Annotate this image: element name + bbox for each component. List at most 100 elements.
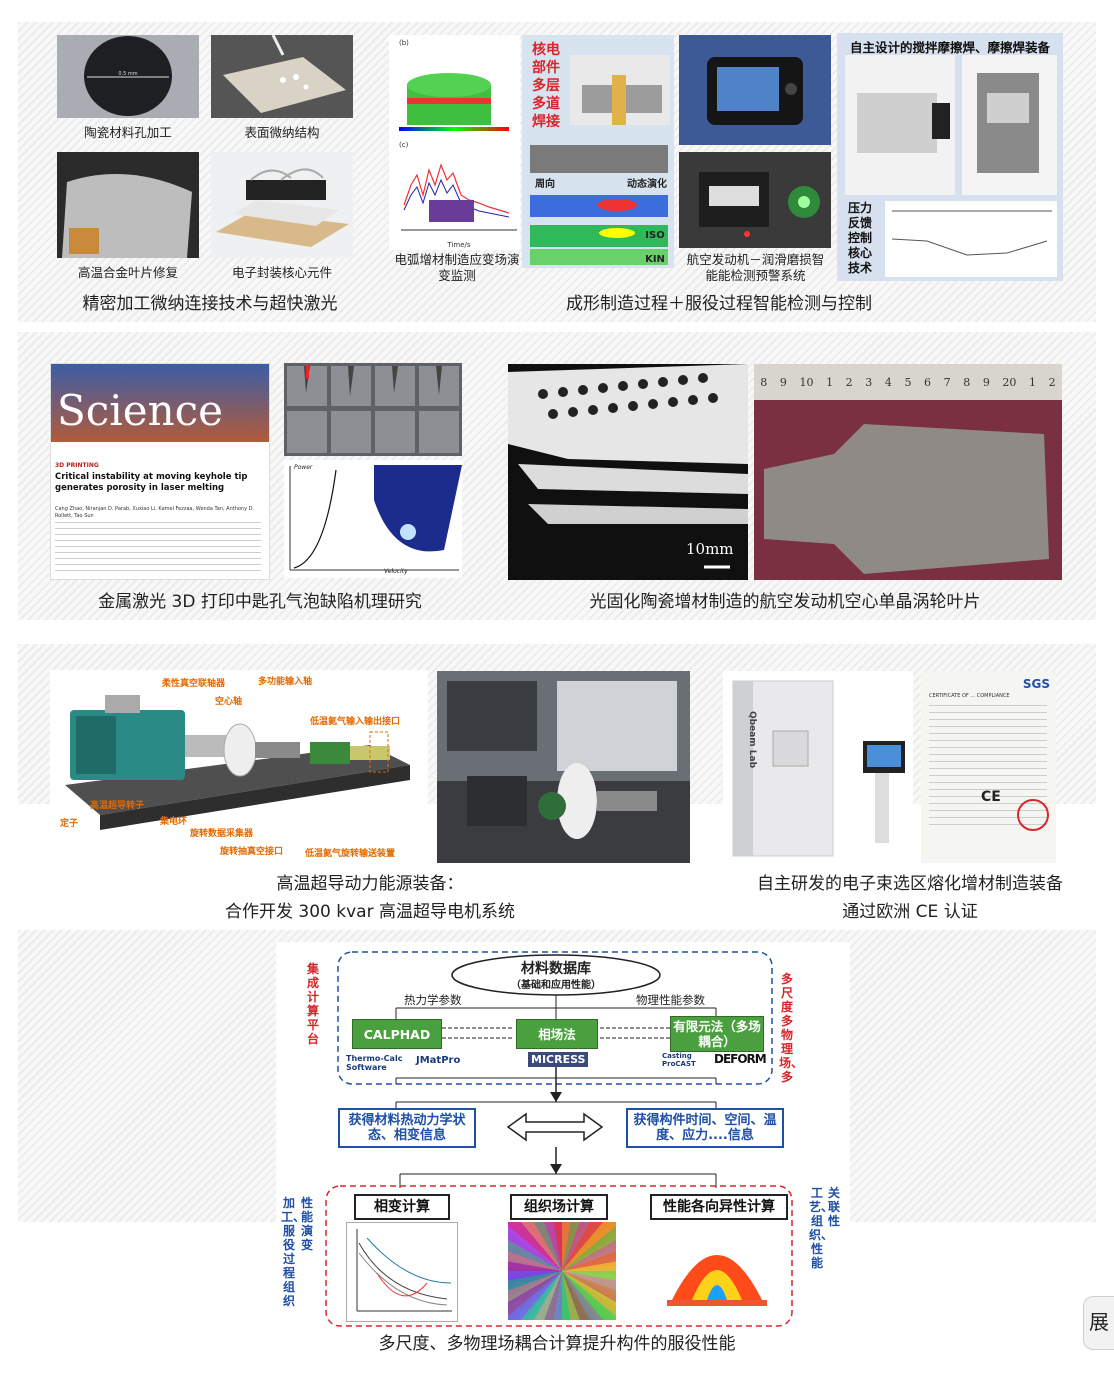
caption-forming: 成形制造过程＋服役过程智能检测与控制 — [566, 294, 872, 314]
science-title: Critical instability at moving keyhole t… — [55, 472, 248, 493]
weld-title: 核电部件多层多道焊接 — [532, 42, 560, 130]
motor-label-3: 低温氦气输入输出接口 — [310, 717, 401, 727]
integrated-computation-diagram: 材料数据库 （基础和应用性能） 热力学参数 物理性能参数 CALPHAD 相场法… — [276, 942, 850, 1328]
caption-ebm-1: 自主研发的电子束选区熔化增材制造装备 — [757, 874, 1063, 894]
left-vertical-label-3: 性能演变 — [300, 1196, 313, 1252]
ruler-tick: 4 — [884, 375, 892, 389]
motor-label-9: 低温氦气旋转输送装置 — [305, 849, 396, 859]
microstructure-calc-box: 组织场计算 — [510, 1194, 608, 1220]
database-title: 材料数据库 — [521, 961, 591, 977]
keyhole-power-velocity-plot: Power Velocity — [284, 460, 462, 578]
label-engine-monitor: 航空发动机－润滑磨损智能能检测预警系统 — [683, 252, 828, 284]
logo-thermo-calc: Thermo-Calc Software — [346, 1054, 403, 1072]
anisotropy-calc-box: 性能各向异性计算 — [650, 1194, 788, 1220]
phase-transform-calc-box: 相变计算 — [354, 1194, 450, 1220]
ruler-tick: 8 — [760, 375, 768, 389]
ruler-tick: 9 — [982, 375, 990, 389]
logo-micress: MICRESS — [528, 1052, 589, 1067]
left-vertical-label-2: 加工、服役过程组织 — [281, 1196, 306, 1308]
right-vertical-label: 多尺度多物理场、多 — [779, 972, 804, 1084]
ruler-tick: 10 — [799, 375, 814, 389]
ceramic-core-image: 10mm — [508, 364, 748, 580]
ruler-tick: 3 — [865, 375, 873, 389]
get-material-state-box: 获得材料热动力学状态、相变信息 — [338, 1108, 476, 1148]
motor-label-4: 高温超导转子 — [90, 801, 145, 811]
label-surface-micro: 表面微纳结构 — [244, 125, 320, 140]
science-cover: Science — [51, 364, 269, 442]
ruler-tick: 1 — [826, 375, 834, 389]
axis-power-label: Power — [294, 464, 313, 471]
keyhole-frames-image — [284, 363, 462, 456]
blade-repair-image — [57, 152, 199, 258]
arc-strain-chart: (b) (c) Time/s — [389, 35, 520, 250]
phase-field-box: 相场法 — [516, 1019, 598, 1049]
science-masthead: Science — [57, 386, 224, 435]
label-electronic-package: 电子封装核心元件 — [231, 265, 332, 280]
motor-label-7: 旋转数据采集器 — [190, 829, 254, 839]
ceramic-hole-image: 0.5 mm — [57, 35, 199, 118]
label-ceramic-hole: 陶瓷材料孔加工 — [84, 125, 172, 140]
motor-label-2: 空心轴 — [215, 697, 243, 707]
database-subtitle: （基础和应用性能） — [511, 980, 601, 991]
weld-tag-2: ISO — [645, 230, 665, 241]
motor-label-8: 旋转抽真空接口 — [220, 847, 284, 857]
fem-box: 有限元法（多场耦合） — [670, 1016, 764, 1052]
thermo-param-label: 热力学参数 — [404, 993, 462, 1007]
arc-panel-c: (c) — [399, 141, 409, 149]
cert-logo: SGS — [1022, 677, 1050, 691]
weld-tag-1: 动态演化 — [627, 179, 667, 190]
science-article-panel: Science 3D PRINTING Critical instability… — [50, 363, 270, 580]
caption-hollow-blade: 光固化陶瓷增材制造的航空发动机空心单晶涡轮叶片 — [589, 592, 981, 612]
motor-label-6: 集电环 — [160, 817, 188, 827]
ruler-tick: 9 — [779, 375, 787, 389]
weld-tag-3: KIN — [645, 254, 665, 265]
ruler-tick: 7 — [943, 375, 951, 389]
ruler-tick: 5 — [904, 375, 912, 389]
fsw-panel: 自主设计的搅拌摩擦焊、摩擦焊装备 压力反馈控制核心技术 — [837, 33, 1063, 281]
label-arc-strain-text: 电弧增材制造应变场演变监测 — [394, 252, 520, 283]
motor-label-1: 多功能输入轴 — [258, 677, 313, 687]
caption-keyhole: 金属激光 3D 打印中匙孔气泡缺陷机理研究 — [98, 592, 422, 612]
engine-monitor-image-top — [679, 35, 831, 145]
left-vertical-label: 集成计算平台 — [306, 962, 319, 1046]
side-expand-tab[interactable]: 展 — [1083, 1296, 1114, 1350]
ce-certificate-image: SGS CERTIFICATE OF ... COMPLIANCE CE — [921, 671, 1056, 863]
ebm-brand: Qbeam Lab — [747, 711, 757, 769]
ruler-tick: 6 — [924, 375, 932, 389]
engine-monitor-image-bottom — [679, 152, 831, 248]
calphad-box: CALPHAD — [352, 1019, 442, 1049]
motor-label-5: 定子 — [60, 819, 79, 829]
caption-superconducting-1: 高温超导动力能源装备： — [276, 874, 464, 894]
science-section: 3D PRINTING — [55, 462, 99, 469]
cert-ce-mark: CE — [981, 789, 1001, 805]
fsw-title: 自主设计的搅拌摩擦焊、摩擦焊装备 — [849, 40, 1050, 55]
science-body-lines — [55, 522, 261, 572]
label-arc-strain: 电弧增材制造应变场演变监测 — [389, 252, 525, 284]
phase-diagram-image — [346, 1222, 458, 1322]
ebm-machine-photo: Qbeam Lab — [723, 671, 913, 863]
caption-precision: 精密加工微纳连接技术与超快激光 — [82, 294, 338, 314]
electronic-package-image — [211, 152, 353, 258]
logo-deform: DEFORM — [714, 1052, 767, 1066]
science-authors: Cang Zhao, Niranjan D. Parab, Xuxiao Li,… — [55, 506, 255, 519]
ruler-tick: 20 — [1002, 375, 1017, 389]
label-blade-repair: 高温合金叶片修复 — [77, 265, 178, 280]
logo-procast: Casting ProCAST — [662, 1052, 696, 1068]
ruler-tick: 1 — [1029, 375, 1037, 389]
logo-jmatpro: JMatPro — [416, 1055, 461, 1066]
scale-bar-label: 10mm — [686, 540, 734, 558]
axis-velocity-label: Velocity — [384, 568, 408, 575]
right-vertical-label-2: 工艺、组织、性能 — [809, 1186, 834, 1270]
arc-x-label: Time/s — [446, 241, 470, 249]
caption-superconducting-2: 合作开发 300 kvar 高温超导电机系统 — [225, 902, 515, 922]
svg-text:0.5 mm: 0.5 mm — [118, 71, 137, 77]
ruler-tick: 2 — [845, 375, 853, 389]
microstructure-image — [508, 1222, 616, 1320]
get-component-info-box: 获得构件时间、空间、温度、应力....信息 — [626, 1108, 784, 1148]
superconducting-motor-diagram: 柔性真空联轴器 多功能输入轴 空心轴 低温氦气输入输出接口 高温超导转子 定子 … — [50, 670, 428, 865]
nuclear-welding-panel: 核电部件多层多道焊接 周向 动态演化 ISO KIN — [522, 35, 674, 268]
motor-test-photo — [437, 671, 690, 863]
cert-seal — [1017, 799, 1049, 831]
